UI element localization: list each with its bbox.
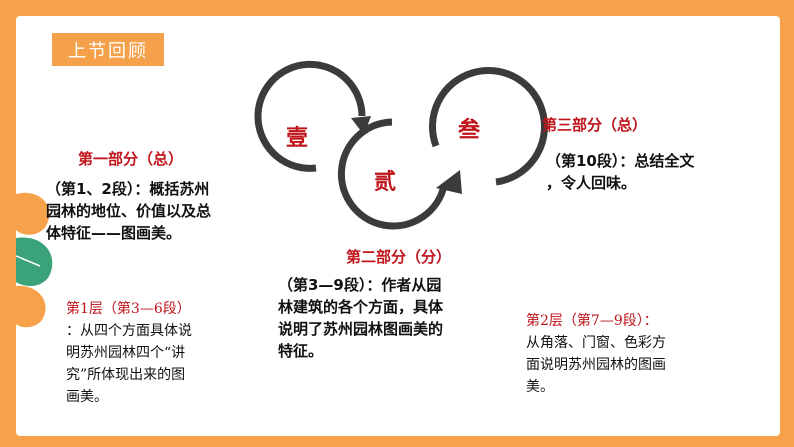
part1-line-2: 园林的地位、价值以及总 bbox=[46, 202, 212, 220]
section-badge: 上节回顾 bbox=[52, 33, 164, 66]
layer2-title: 第2层（第7—9段）： bbox=[526, 313, 658, 329]
layer1-line-3: 究”所体现出来的图 bbox=[66, 367, 186, 383]
part2-line-1: （第3—9段）：作者从园 bbox=[278, 276, 442, 294]
layer2-line-2: 面说明苏州园林的图画 bbox=[526, 357, 666, 373]
circle-label-3: 叁 bbox=[458, 117, 481, 143]
cycle-arrow-2 bbox=[436, 170, 462, 194]
cycle-arc-2 bbox=[337, 118, 448, 230]
layer2-block: 第2层（第7—9段）： 从角落、门窗、色彩方 面说明苏州园林的图画 美。 bbox=[526, 310, 666, 398]
part3-text: （第10段）：总结全文 ，令人回味。 bbox=[546, 150, 694, 194]
layer1-line-4: 画美。 bbox=[66, 389, 108, 405]
part3-title: 第三部分（总） bbox=[542, 116, 648, 134]
layer2-line-1: 从角落、门窗、色彩方 bbox=[526, 335, 666, 351]
part1-text: （第1、2段）：概括苏州 园林的地位、价值以及总 体特征——图画美。 bbox=[46, 178, 211, 244]
cycle-diagram bbox=[254, 60, 548, 230]
layer1-block: 第1层（第3—6段） ：从四个方面具体说 明苏州园林四个“讲 究”所体现出来的图… bbox=[66, 298, 192, 408]
cycle-arc-1 bbox=[254, 60, 366, 172]
cycle-arrow-1 bbox=[351, 116, 371, 135]
part2-line-4: 特征。 bbox=[278, 342, 324, 360]
part3-line-2: ，令人回味。 bbox=[546, 174, 637, 192]
part3-line-1: （第10段）：总结全文 bbox=[546, 152, 695, 170]
cycle-arc-3 bbox=[429, 67, 548, 186]
layer1-line-1: ：从四个方面具体说 bbox=[66, 323, 192, 339]
layer2-line-3: 美。 bbox=[526, 379, 554, 395]
part2-text: （第3—9段）：作者从园 林建筑的各个方面，具体 说明了苏州园林图画美的 特征。 bbox=[278, 274, 443, 362]
slide-canvas: 上节回顾 壹 贰 叁 第一部分（总） （第1、2段）：概括苏州 园林的地位、价值… bbox=[16, 16, 780, 436]
part2-line-3: 说明了苏州园林图画美的 bbox=[278, 320, 444, 338]
leaf-decoration-icon bbox=[16, 192, 53, 328]
part2-line-2: 林建筑的各个方面，具体 bbox=[278, 298, 444, 316]
part1-line-1: （第1、2段）：概括苏州 bbox=[46, 180, 210, 198]
part1-title: 第一部分（总） bbox=[78, 150, 184, 168]
part1-line-3: 体特征——图画美。 bbox=[46, 224, 182, 242]
layer1-line-2: 明苏州园林四个“讲 bbox=[66, 345, 186, 361]
circle-label-1: 壹 bbox=[286, 125, 309, 151]
circle-label-2: 贰 bbox=[374, 169, 397, 195]
part2-title: 第二部分（分） bbox=[346, 248, 452, 266]
layer1-title: 第1层（第3—6段） bbox=[66, 301, 191, 317]
